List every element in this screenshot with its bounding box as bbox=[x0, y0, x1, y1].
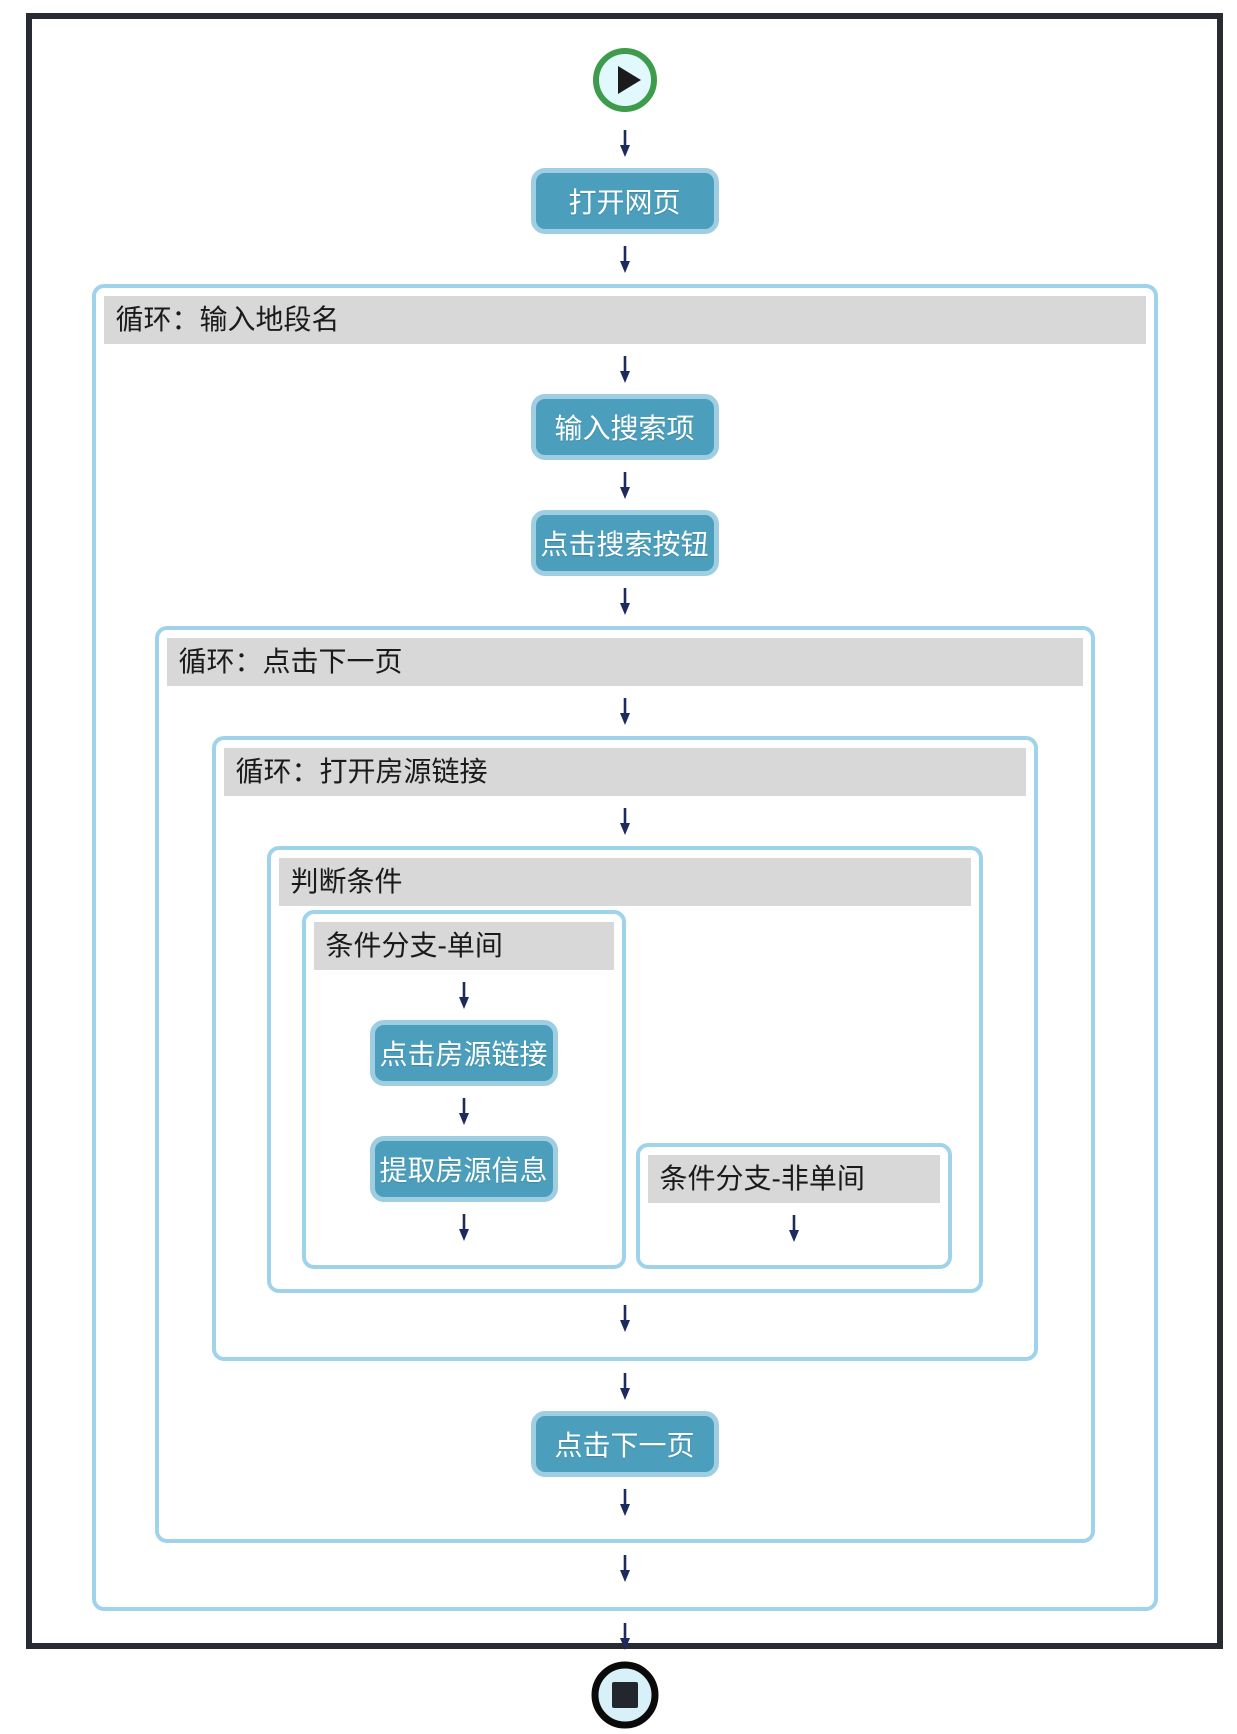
flow-arrow-down-icon bbox=[619, 1555, 630, 1582]
flow-arrow-down-icon bbox=[619, 588, 630, 615]
loop-header-open-listing-links[interactable]: 循环：打开房源链接 bbox=[223, 748, 1026, 796]
step-click-search-button[interactable]: 点击搜索按钮 bbox=[530, 510, 719, 576]
flow-arrow-down-icon bbox=[619, 808, 630, 835]
branch-header-single-room[interactable]: 条件分支-单间 bbox=[313, 922, 614, 970]
flow-arrow-down-icon bbox=[788, 1215, 799, 1242]
flow-arrow-down-icon bbox=[458, 982, 469, 1009]
step-click-listing-link-button[interactable]: 点击房源链接 bbox=[369, 1020, 558, 1086]
condition-branches: 条件分支-单间 点击房源链接 提取房源信息 条件分支-非单间 bbox=[271, 906, 979, 1269]
play-icon bbox=[592, 48, 657, 112]
step-extract-listing-info-button[interactable]: 提取房源信息 bbox=[369, 1136, 558, 1202]
flow-arrow-down-icon bbox=[619, 356, 630, 383]
condition-container: 判断条件 条件分支-单间 点击房源链接 提取房源信息 bbox=[266, 846, 983, 1293]
branch-header-not-single-room[interactable]: 条件分支-非单间 bbox=[647, 1155, 940, 1203]
stop-icon bbox=[591, 1661, 658, 1729]
flow-arrow-down-icon bbox=[619, 1489, 630, 1516]
flow-arrow-down-icon bbox=[619, 1623, 630, 1650]
loop-container-open-listing-links: 循环：打开房源链接 判断条件 条件分支-单间 点击房源链接 bbox=[211, 736, 1038, 1361]
flow-arrow-down-icon bbox=[619, 1305, 630, 1332]
loop-container-click-next-page: 循环：点击下一页 循环：打开房源链接 判断条件 条件分支-单间 bbox=[154, 626, 1095, 1543]
branch-not-single-room: 条件分支-非单间 bbox=[635, 1143, 952, 1269]
flow-arrow-down-icon bbox=[619, 246, 630, 273]
loop-header-click-next-page[interactable]: 循环：点击下一页 bbox=[166, 638, 1083, 686]
step-enter-search-term-button[interactable]: 输入搜索项 bbox=[530, 394, 719, 460]
flow-arrow-down-icon bbox=[458, 1214, 469, 1241]
flow-arrow-down-icon bbox=[619, 698, 630, 725]
branch-single-room: 条件分支-单间 点击房源链接 提取房源信息 bbox=[301, 910, 626, 1269]
flow-arrow-down-icon bbox=[458, 1098, 469, 1125]
flowchart-canvas: 打开网页 循环：输入地段名 输入搜索项 点击搜索按钮 循环：点击下一页 循环：打… bbox=[26, 13, 1223, 1729]
end-node[interactable] bbox=[591, 1661, 659, 1734]
condition-header[interactable]: 判断条件 bbox=[278, 858, 971, 906]
flow-arrow-down-icon bbox=[619, 472, 630, 499]
step-click-next-page-button[interactable]: 点击下一页 bbox=[530, 1411, 719, 1477]
start-node[interactable] bbox=[592, 47, 658, 118]
loop-container-input-area-name: 循环：输入地段名 输入搜索项 点击搜索按钮 循环：点击下一页 循环：打开房源链接… bbox=[91, 284, 1158, 1611]
workflow-column: 打开网页 循环：输入地段名 输入搜索项 点击搜索按钮 循环：点击下一页 循环：打… bbox=[32, 19, 1217, 1729]
flow-arrow-down-icon bbox=[619, 130, 630, 157]
flow-arrow-down-icon bbox=[619, 1373, 630, 1400]
loop-header-input-area-name[interactable]: 循环：输入地段名 bbox=[103, 296, 1146, 344]
step-open-webpage-button[interactable]: 打开网页 bbox=[530, 168, 719, 234]
